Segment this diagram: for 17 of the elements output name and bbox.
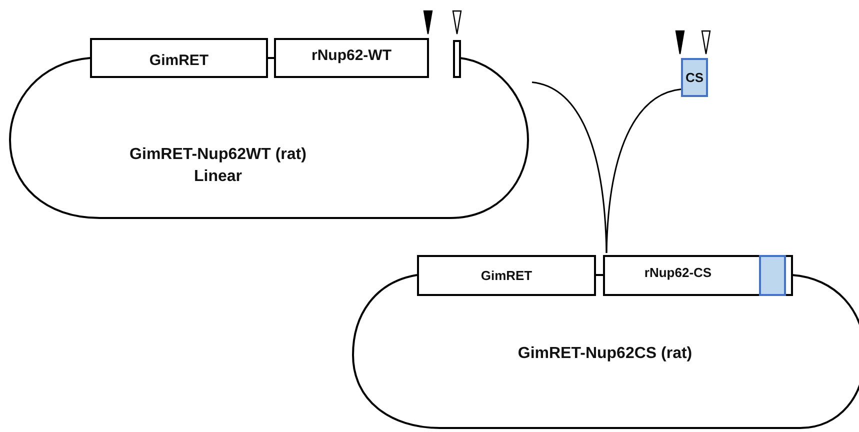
- plasmid-name: GimRET-Nup62WT (rat): [130, 145, 306, 165]
- plasmid-name: Linear: [194, 167, 242, 187]
- segment-label: rNup62-WT: [312, 46, 392, 64]
- segment-label: GimRET: [480, 268, 532, 283]
- plasmid-name: GimRET-Nup62CS (rat): [518, 344, 692, 364]
- segment-label: GimRET: [149, 52, 209, 68]
- segment-label: rNup62-CS: [644, 265, 712, 280]
- gene-segment-box: [417, 255, 596, 296]
- segment-box: [453, 40, 461, 78]
- merge-line: [606, 88, 682, 254]
- segment-box: [759, 255, 786, 296]
- gene-segment-box: [274, 38, 429, 78]
- insert-segment-box: [681, 58, 708, 97]
- gene-segment-box: [90, 38, 268, 78]
- gene-segment-box: [603, 255, 793, 296]
- merge-line: [532, 82, 608, 254]
- segment-label: CS: [685, 70, 704, 85]
